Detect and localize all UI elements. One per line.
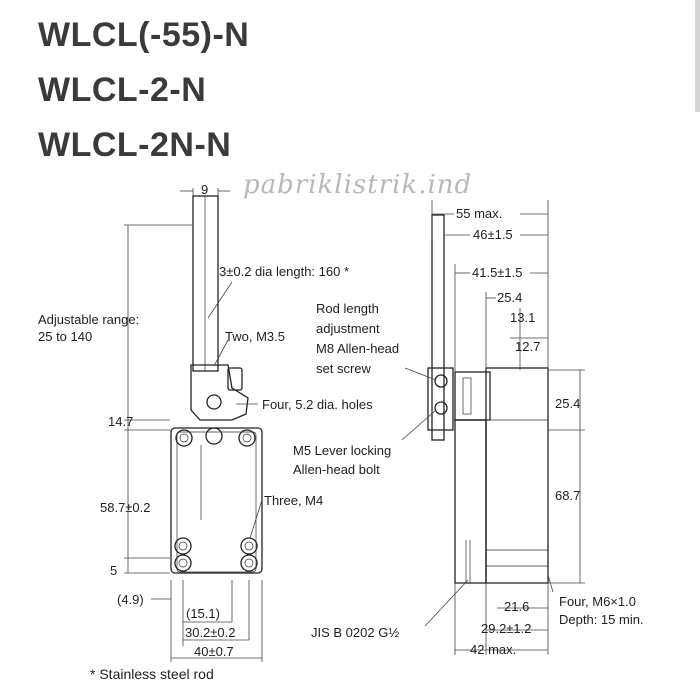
dim-21-6: 21.6 (504, 599, 529, 614)
adjustable-range-label: Adjustable range: (38, 312, 139, 327)
side-lever-block (427, 367, 454, 431)
scroll-edge (695, 0, 700, 112)
side-body (485, 367, 549, 584)
adjustable-range-value: 25 to 140 (38, 329, 92, 344)
front-view (124, 188, 263, 662)
lever-hole (206, 394, 222, 410)
dim-25-4-top: 25.4 (497, 290, 522, 305)
rod-adjust-line-2: adjustment (316, 321, 380, 336)
dim-41-5: 41.5±1.5 (472, 265, 523, 280)
model-title-3: WLCL-2N-N (38, 126, 232, 164)
dim-5: 5 (110, 563, 117, 578)
rod-adjust-line-1: Rod length (316, 301, 379, 316)
m5-locking-line-1: M5 Lever locking (293, 443, 391, 458)
rod-adjust-line-4: set screw (316, 361, 372, 376)
dim-68-7: 68.7 (555, 488, 580, 503)
rod-note: 3±0.2 dia length: 160 * (219, 264, 349, 279)
model-title-block: WLCL(-55)-N WLCL-2-N WLCL-2N-N (38, 8, 249, 173)
jis-label: JIS B 0202 G½ (311, 625, 399, 640)
two-m35-label: Two, M3.5 (225, 329, 285, 344)
dim-9: 9 (201, 182, 208, 197)
dim-55-max: 55 max. (456, 206, 502, 221)
four-m6-line-1: Four, M6×1.0 (559, 594, 636, 609)
dim-30-2: 30.2±0.2 (185, 625, 236, 640)
dim-25-4-right: 25.4 (555, 396, 580, 411)
lever-head (190, 364, 249, 421)
side-rod (431, 214, 445, 441)
footnote: * Stainless steel rod (90, 666, 214, 682)
model-title-2: WLCL-2-N (38, 71, 207, 109)
watermark: pabriklistrik.ind (243, 170, 473, 200)
dim-15-1: (15.1) (186, 606, 220, 621)
dim-4-9: (4.9) (117, 592, 144, 607)
side-head (454, 371, 491, 421)
dim-40: 40±0.7 (194, 644, 234, 659)
dim-12-7: 12.7 (515, 339, 540, 354)
dim-13-1: 13.1 (510, 310, 535, 325)
side-conduit (454, 419, 487, 584)
lever-shaft (205, 427, 223, 445)
dim-46: 46±1.5 (473, 227, 513, 242)
rod-adjust-line-3: M8 Allen-head (316, 341, 399, 356)
model-title-1: WLCL(-55)-N (38, 16, 250, 54)
front-rod (192, 195, 219, 372)
four-m6-line-2: Depth: 15 min. (559, 612, 644, 627)
dim-14-7: 14.7 (108, 414, 133, 429)
three-m4-label: Three, M4 (264, 493, 323, 508)
switch-body (170, 427, 263, 574)
dim-58-7: 58.7±0.2 (100, 500, 151, 515)
four-holes-label: Four, 5.2 dia. holes (262, 397, 373, 412)
dim-29-2: 29.2±1.2 (481, 621, 532, 636)
m5-locking-line-2: Allen-head bolt (293, 462, 380, 477)
side-view (401, 200, 585, 655)
dim-42-max: 42 max. (470, 642, 516, 657)
